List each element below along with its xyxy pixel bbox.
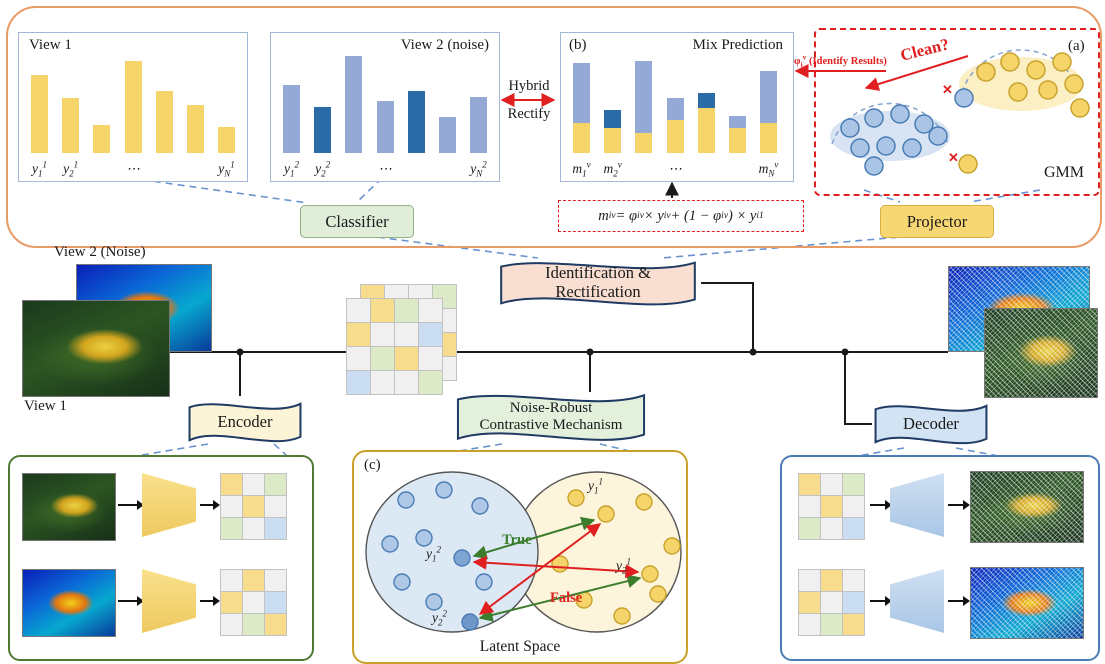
rectify-label: Rectify: [507, 106, 551, 122]
subfigure-b-label: (b): [569, 37, 587, 53]
latent-y22-label: y22: [432, 608, 447, 628]
output-image-view1: [984, 308, 1098, 398]
chart-title-view2: View 2 (noise): [400, 37, 489, 53]
encoder-shape: [142, 569, 196, 633]
mislabel-cross-icon: ✕: [942, 82, 953, 97]
decoder-output-view2: [970, 567, 1084, 639]
projector-block: Projector: [880, 205, 994, 238]
banner-line2: Rectification: [555, 282, 641, 301]
bar-area-view2: [283, 53, 487, 153]
decoder-banner: Decoder: [872, 398, 990, 450]
banner-label: Decoder: [903, 413, 959, 433]
flow-arrow: [948, 596, 970, 606]
decoder-shape: [890, 473, 944, 537]
banner-line2: Contrastive Mechanism: [479, 417, 623, 433]
latent-space-caption: Latent Space: [479, 638, 561, 655]
hybrid-label: Hybrid: [508, 78, 550, 94]
decoder-detail-panel: [780, 455, 1100, 661]
latent-y12-label: y12: [426, 544, 441, 564]
flow-arrow: [870, 500, 892, 510]
flow-arrow: [118, 596, 144, 606]
identify-results-label: φiv (Identify Results): [794, 52, 887, 70]
noise-robust-contrastive-banner: Noise-Robust Contrastive Mechanism: [452, 386, 650, 448]
latent-space-panel: (c) y11 y21 y12 y22 True False Latent Sp…: [352, 450, 688, 664]
banner-line1: Identification &: [545, 263, 651, 283]
gmm-box: ✕ ✕ (a) GMM Clean?: [814, 28, 1100, 196]
decoder-input-grid-view2: [798, 569, 865, 636]
decoder-output-view1: [970, 471, 1084, 543]
banner-line1: Noise-Robust: [509, 399, 593, 416]
latent-space-illustration: [365, 471, 682, 633]
true-pair-label: True: [502, 532, 532, 548]
false-pair-label: False: [550, 590, 583, 606]
gmm-label: GMM: [1044, 164, 1085, 181]
identification-rectification-banner: Identification & Rectification: [495, 254, 701, 312]
latent-y11-label: y11: [588, 476, 603, 496]
subfigure-a-label: (a): [1068, 38, 1085, 54]
encoder-detail-panel: [8, 455, 314, 661]
flow-arrow: [870, 596, 892, 606]
bar-area-mix: [573, 53, 777, 153]
banner-label: Noise-Robust Contrastive Mechanism: [452, 386, 650, 448]
encoder-output-grid-view1: [220, 473, 287, 540]
encoder-output-grid-view2: [220, 569, 287, 636]
subfigure-c-label: (c): [364, 457, 381, 473]
banner-ribbon: [186, 396, 304, 448]
flow-arrow: [118, 500, 144, 510]
encoder-banner: Encoder: [186, 396, 304, 448]
flow-arrow: [200, 596, 220, 606]
feature-grid-front: [346, 298, 443, 395]
banner-ribbon: [872, 398, 990, 450]
mislabel-cross-icon: ✕: [948, 150, 959, 165]
encoder-input-view1: [22, 473, 116, 541]
encoder-input-view2: [22, 569, 116, 637]
chart-title-view1: View 1: [29, 37, 72, 53]
flow-arrow: [948, 500, 970, 510]
gmm-illustration: ✕ ✕: [830, 49, 1090, 176]
chart-title-mix: Mix Prediction: [692, 37, 783, 53]
banner-label: Encoder: [217, 411, 273, 431]
banner-ribbon: [495, 254, 701, 312]
view1-input-label: View 1: [24, 398, 67, 414]
view2-input-label: View 2 (Noise): [54, 244, 146, 260]
bar-area-view1: [31, 53, 235, 153]
banner-ribbon: [452, 386, 650, 448]
flow-arrow: [200, 500, 220, 510]
encoder-shape: [142, 473, 196, 537]
banner-label: Identification & Rectification: [495, 254, 701, 312]
decoder-shape: [890, 569, 944, 633]
input-image-view1: [22, 300, 170, 397]
latent-y21-label: y21: [616, 556, 631, 576]
decoder-input-grid-view1: [798, 473, 865, 540]
classifier-block: Classifier: [300, 205, 414, 238]
